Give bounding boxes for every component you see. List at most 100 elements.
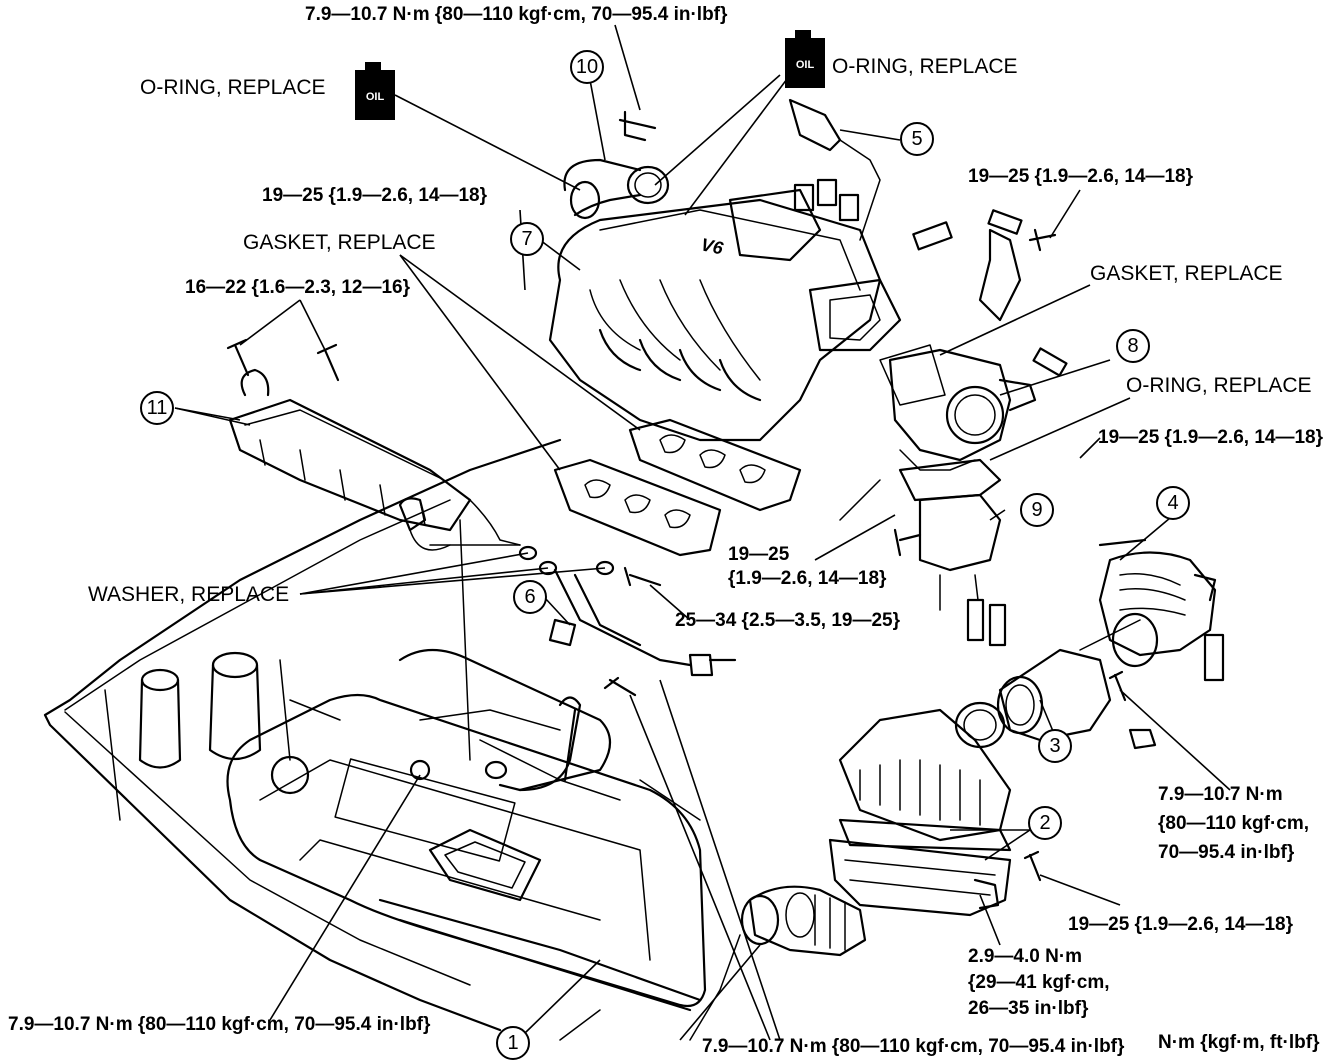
front-intake-duct	[748, 885, 867, 957]
torque-top-bolt: 7.9—10.7 N·m {80—110 kgf·cm, 70—95.4 in·…	[305, 4, 728, 25]
connector-a	[793, 183, 815, 212]
top-connector-block	[728, 188, 822, 262]
cover-bolt	[409, 759, 431, 781]
fuel-pipe-6	[553, 568, 692, 667]
section-lines	[429, 479, 1141, 761]
callout-10: 10	[570, 50, 604, 84]
manifold-runners	[589, 279, 761, 381]
throttle-bore	[945, 385, 1005, 445]
manifold-plenum	[599, 209, 861, 291]
note-gasket-right: GASKET, REPLACE	[1090, 262, 1283, 285]
torque-left-bolts: 16—22 {1.6—2.3, 12—16}	[185, 277, 411, 298]
callout-8: 8	[1116, 329, 1150, 363]
duct-ribs	[1119, 573, 1186, 616]
afm-bolt	[1108, 670, 1127, 702]
upper-right-bolt	[1028, 228, 1057, 252]
left-cylinder-a-top	[140, 668, 180, 692]
cleaner-bracket	[973, 878, 1000, 910]
oil-can-icon: OIL	[785, 30, 825, 88]
left-pipes	[104, 659, 341, 821]
note-gasket-left: GASKET, REPLACE	[243, 231, 436, 254]
torque-bottom-left: 7.9—10.7 N·m {80—110 kgf·cm, 70—95.4 in·…	[8, 1014, 431, 1035]
callout-7: 7	[510, 222, 544, 256]
rail-wire	[409, 499, 521, 551]
svg-text:3: 3	[1049, 735, 1060, 757]
torque-pipe-bolt: 25—34 {2.5—3.5, 19—25}	[675, 610, 901, 631]
svg-text:4: 4	[1167, 492, 1178, 514]
torque-cleaner-bolt: 19—25 {1.9—2.6, 14—18}	[1068, 914, 1294, 935]
engine-artwork: V6	[43, 98, 1225, 1041]
manifold-gasket-lower-ports	[584, 479, 691, 529]
duct-hose	[1203, 633, 1225, 682]
manifold-flange	[808, 278, 902, 352]
callout-11: 11	[140, 391, 174, 425]
fuel-rail-hose	[240, 368, 270, 397]
left-cylinder-a	[138, 678, 182, 769]
svg-text:9: 9	[1031, 499, 1042, 521]
leader-lines	[174, 24, 1231, 1041]
duct-clamp	[1098, 538, 1217, 602]
torque-clamp-line1: 2.9—4.0 N·m	[968, 946, 1082, 967]
manifold-gasket-upper-ports	[659, 434, 766, 484]
throttle-flange-opening	[829, 294, 881, 341]
connector-b	[816, 178, 838, 207]
note-oring-right: O-RING, REPLACE	[1126, 374, 1312, 397]
svg-text:8: 8	[1127, 335, 1138, 357]
torque-clamp-line3: 26—35 in·lbf}	[968, 998, 1089, 1019]
torque-upper-right: 19—25 {1.9—2.6, 14—18}	[968, 166, 1194, 187]
small-pipe-b	[912, 221, 953, 251]
callout-5: 5	[900, 122, 934, 156]
top-bolt-10	[618, 110, 657, 142]
air-cleaner-lid-ribs	[859, 759, 981, 826]
air-cleaner-lid	[838, 708, 1012, 842]
small-bracket	[978, 228, 1022, 322]
torque-bottom-mid: 7.9—10.7 N·m {80—110 kgf·cm, 70—95.4 in·…	[702, 1036, 1125, 1057]
small-pipe-c	[1032, 347, 1068, 377]
rail-bolt-left	[226, 338, 250, 377]
lower-bolt-a	[603, 676, 637, 697]
torque-throttle-nut: 19—25 {1.9—2.6, 14—18}	[1098, 427, 1324, 448]
fuel-rail	[228, 398, 472, 532]
left-cylinder-b-top	[211, 651, 259, 679]
pipe-bracket	[548, 618, 577, 647]
torque-iac-line2: {1.9—2.6, 14—18}	[728, 568, 887, 589]
iac-hose-a	[966, 598, 985, 642]
throttle-body	[888, 348, 1012, 462]
iac-pipe	[893, 528, 922, 557]
connector-c	[838, 193, 860, 222]
front-duct-ribs	[814, 894, 846, 951]
fuel-rail-top	[244, 409, 441, 479]
svg-text:10: 10	[576, 56, 598, 78]
small-pipe-a	[987, 209, 1023, 235]
v6-badge: V6	[699, 234, 726, 258]
callout-1: 1	[496, 1026, 530, 1060]
pipe-bolt	[623, 566, 662, 587]
bay-right-edge	[559, 934, 741, 1041]
torque-iac-line1: 19—25	[728, 544, 790, 565]
washer-a	[518, 545, 538, 561]
afm-outlet	[1111, 612, 1159, 668]
callout-9: 9	[1020, 493, 1054, 527]
svg-text:2: 2	[1039, 812, 1050, 834]
callout-4: 4	[1156, 486, 1190, 520]
front-duct-ring-a	[740, 894, 780, 946]
lower-rail	[378, 898, 702, 1012]
engine-bay-inner	[64, 499, 471, 986]
air-cleaner-case	[828, 838, 1012, 917]
labels: 7.9—10.7 N·m {80—110 kgf·cm, 70—95.4 in·…	[8, 4, 1324, 1057]
cover-channel-inner	[444, 841, 526, 889]
sensor-5	[788, 98, 842, 152]
manifold-runner-outlets	[598, 328, 762, 402]
torque-clamp-line2: {29—41 kgf·cm,	[968, 972, 1110, 993]
iac-hose-b	[988, 603, 1007, 647]
intake-manifold	[548, 198, 882, 442]
throttle-gasket	[879, 344, 946, 406]
elbow-ring	[626, 165, 670, 205]
front-duct-ring-b	[785, 892, 815, 938]
afm-connector	[1128, 728, 1157, 750]
rail-bolt-right	[316, 343, 340, 382]
elbow-ring-inner	[634, 172, 662, 198]
pipe-fittings	[688, 653, 737, 677]
note-oring-top: O-RING, REPLACE	[832, 55, 1018, 78]
